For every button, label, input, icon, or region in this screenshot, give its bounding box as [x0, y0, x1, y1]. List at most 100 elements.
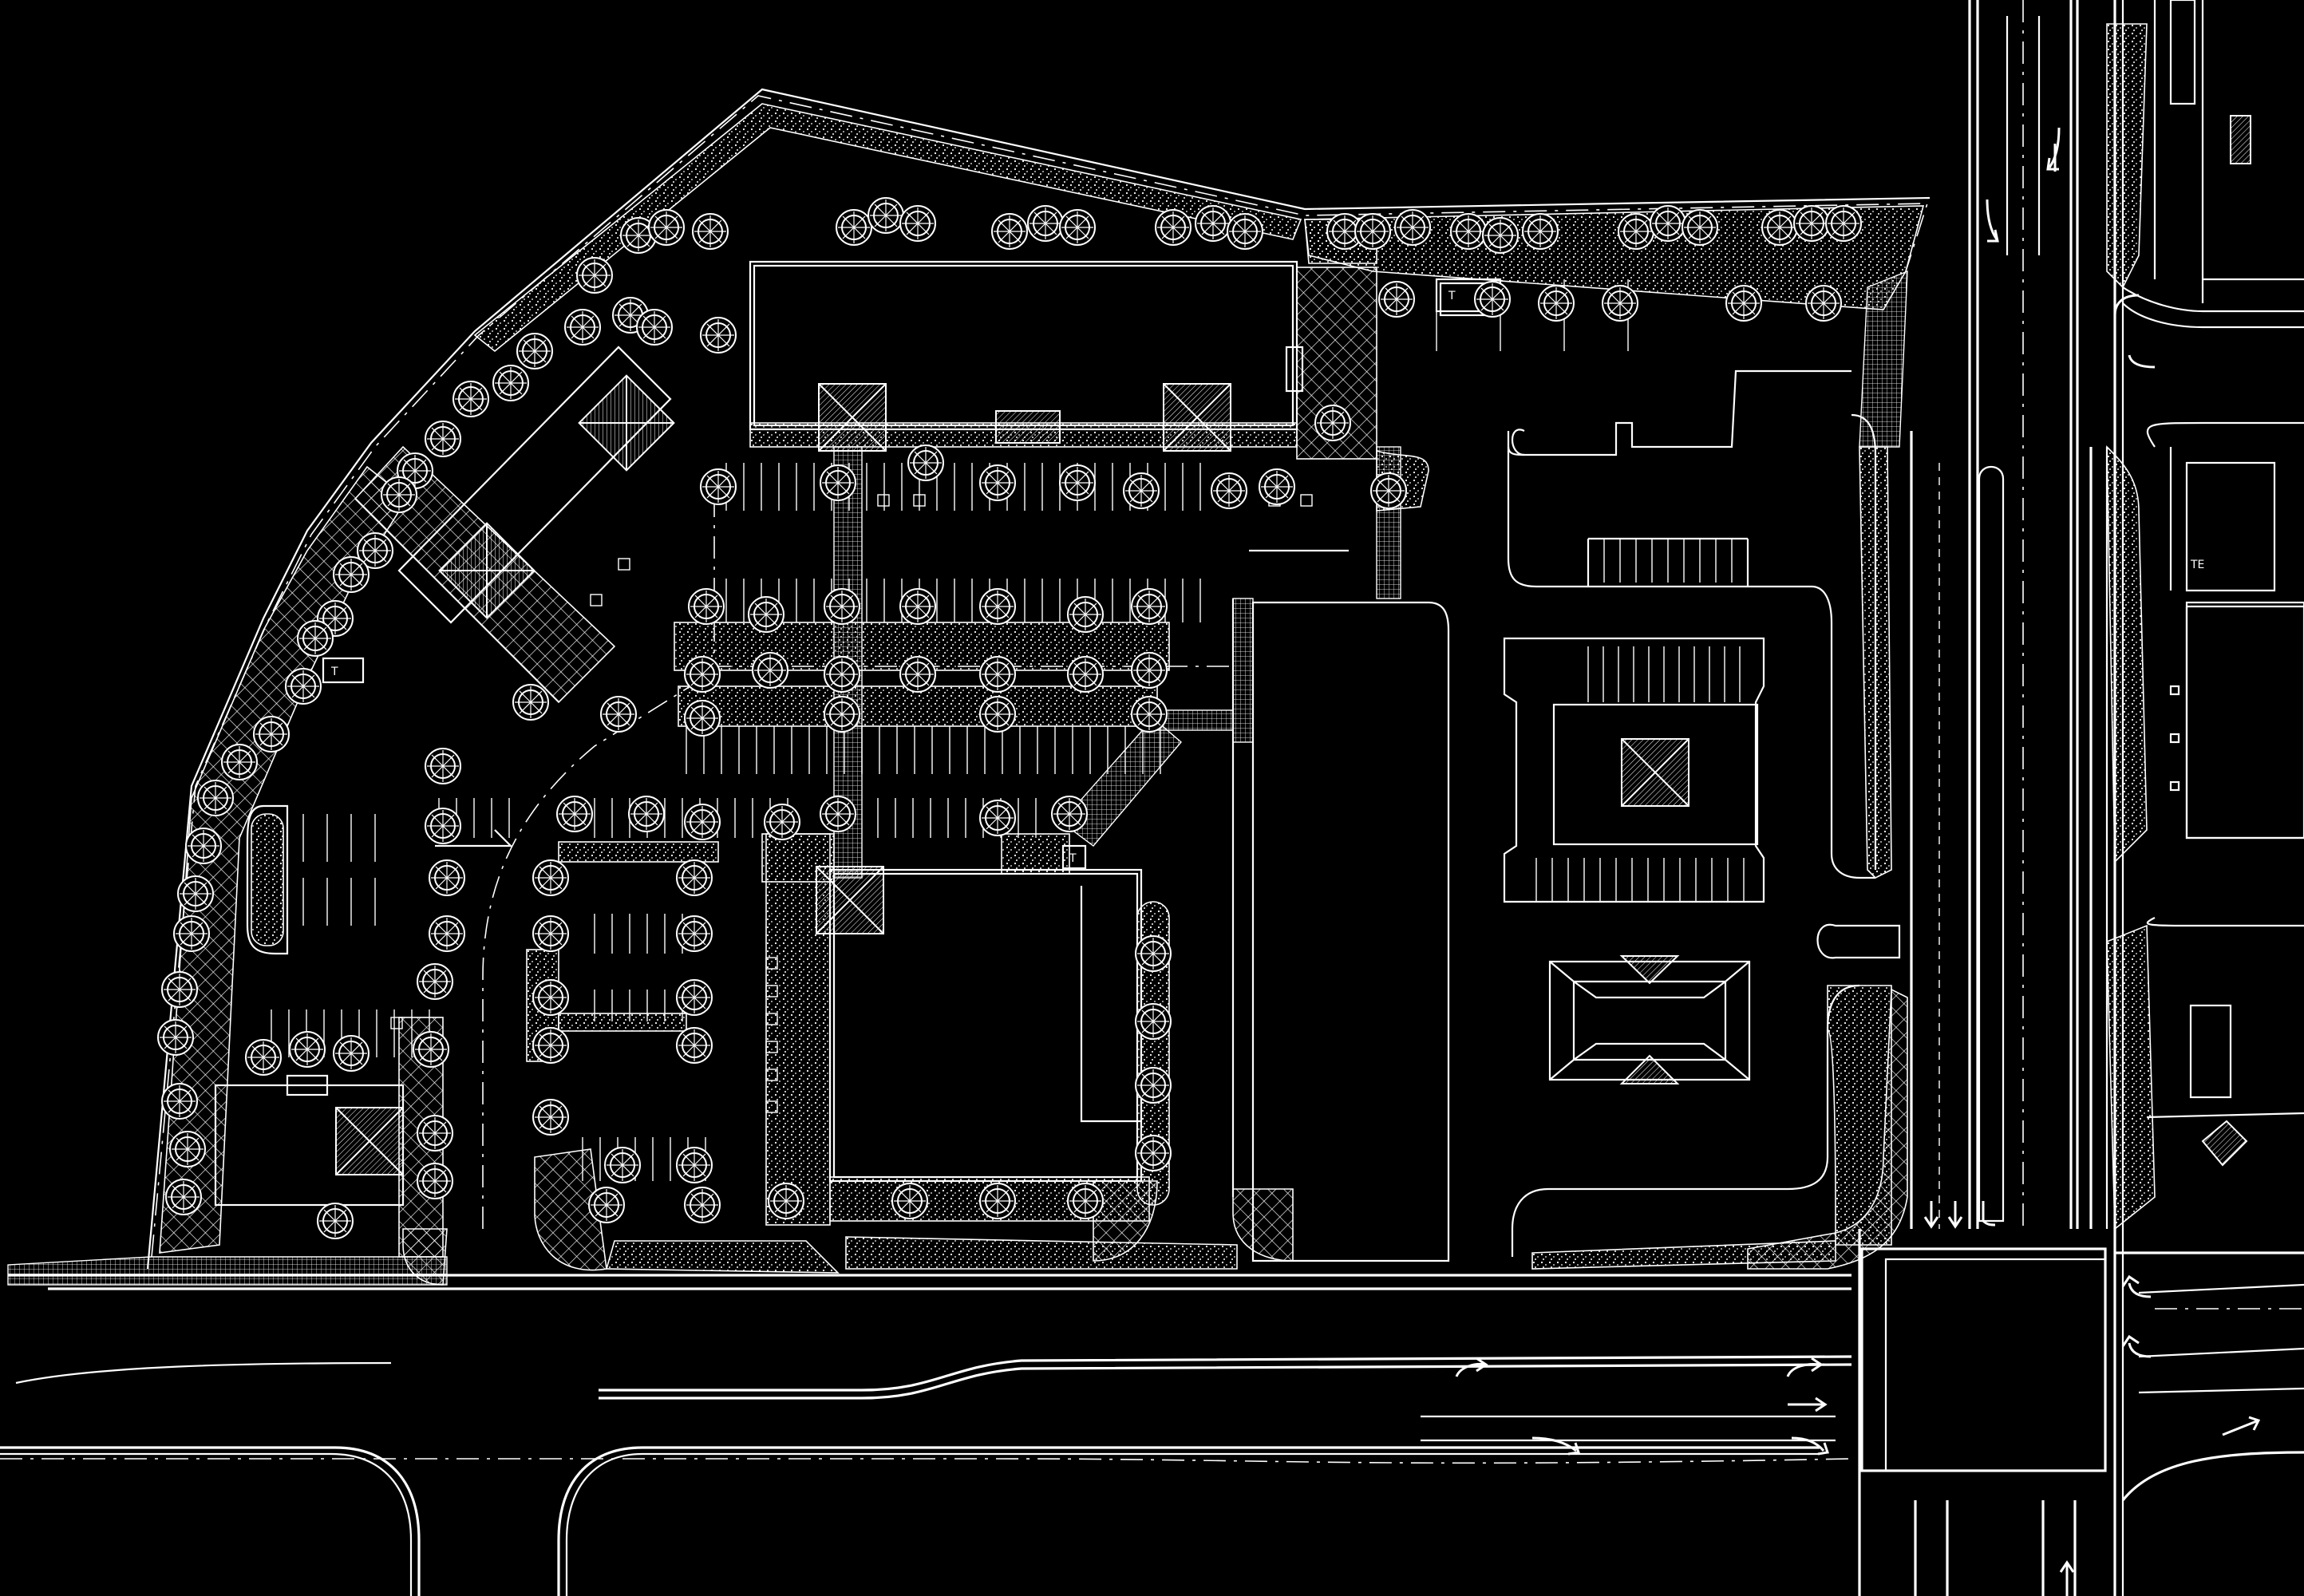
accessible-parking-icon	[1300, 494, 1313, 507]
tree-icon	[1135, 1003, 1172, 1040]
tree-icon	[692, 213, 729, 250]
tree-icon	[381, 476, 417, 513]
tree-icon	[1725, 285, 1762, 322]
accessible-parking-icon	[390, 1017, 403, 1029]
left-turn-arrow	[2113, 294, 2140, 316]
tree-icon	[245, 1039, 282, 1076]
tree-icon	[425, 808, 461, 844]
tree-icon	[221, 744, 258, 780]
accessible-parking-icon	[765, 1100, 778, 1113]
through-arrow	[1947, 1201, 1963, 1229]
accessible-parking-icon	[590, 594, 603, 606]
tree-icon	[1394, 209, 1431, 246]
tree-icon	[684, 656, 721, 693]
tree-icon	[1227, 213, 1263, 250]
building-north	[749, 260, 1377, 460]
tree-icon	[1805, 285, 1842, 322]
tree-icon	[165, 1179, 202, 1215]
tree-icon	[289, 1031, 326, 1068]
tree-icon	[1155, 209, 1192, 246]
property-boundary	[146, 88, 1931, 1270]
parking-stalls-east	[1436, 279, 1745, 902]
accessible-parking-icon	[913, 494, 926, 507]
through-arrow	[2222, 1416, 2261, 1436]
tree-icon	[676, 915, 713, 952]
tree-icon	[173, 915, 210, 952]
left-turn-arrow	[1455, 1357, 1488, 1377]
tree-icon	[676, 1027, 713, 1064]
tree-icon	[1618, 213, 1654, 250]
tree-icon	[1793, 205, 1830, 242]
tree-icon	[604, 1147, 641, 1183]
tree-icon	[891, 1183, 928, 1219]
tree-icon	[1602, 285, 1638, 322]
tree-icon	[169, 1131, 206, 1167]
tree-icon	[648, 209, 685, 246]
accessible-parking-icon	[877, 494, 890, 507]
main-road-horizontal	[0, 1274, 1852, 1596]
left-turn-arrow	[2121, 1334, 2152, 1358]
left-turn-arrow	[2046, 127, 2061, 171]
tree-icon	[820, 796, 856, 832]
accessible-parking-icon	[618, 558, 630, 571]
tree-icon	[1211, 472, 1247, 509]
tree-icon	[417, 1115, 453, 1152]
right-turn-arrow	[1791, 1436, 1829, 1456]
adjacent-parcels-east: TE	[2122, 0, 2304, 1167]
tree-icon	[1259, 468, 1295, 505]
tree-icon	[628, 796, 665, 832]
tree-icon	[1354, 213, 1391, 250]
transformer-pads: T T T	[322, 282, 1498, 870]
tree-icon	[676, 1147, 713, 1183]
tree-icon	[836, 209, 872, 246]
tree-icon	[1027, 205, 1064, 242]
tree-icon	[532, 1099, 569, 1136]
tree-icon	[161, 971, 198, 1008]
intersection	[1858, 1229, 2304, 1596]
tree-icon	[1131, 652, 1168, 689]
left-turn-arrow	[2128, 354, 2156, 369]
tree-icon	[197, 780, 234, 816]
tree-icon	[429, 859, 465, 896]
tree-icon	[820, 464, 856, 501]
tree-icon	[1825, 205, 1862, 242]
tree-icon	[425, 748, 461, 784]
tree-icon	[899, 205, 936, 242]
tree-icon	[768, 1183, 804, 1219]
tree-icon	[1131, 588, 1168, 625]
tree-icon	[417, 963, 453, 1000]
tree-icon	[1314, 405, 1351, 441]
lane-arrows	[1455, 127, 2261, 1596]
tree-icon	[532, 979, 569, 1016]
east-parking-lot	[1507, 369, 1908, 1270]
tree-icon	[1378, 281, 1415, 318]
accessible-parking-icons	[390, 494, 1313, 1113]
tree-icon	[676, 979, 713, 1016]
tree-icon	[1195, 205, 1231, 242]
tree-icon	[564, 309, 601, 346]
tree-icon	[1123, 472, 1160, 509]
tree-icon	[1067, 1183, 1104, 1219]
tree-icon	[684, 1187, 721, 1223]
tree-icon	[899, 588, 936, 625]
tree-icon	[824, 656, 860, 693]
tree-icon	[185, 828, 222, 864]
tree-icon	[1135, 935, 1172, 972]
tree-icon	[333, 1035, 370, 1072]
landscape-islands	[402, 219, 1502, 1286]
through-arrow	[2059, 1560, 2075, 1596]
tree-icon	[636, 309, 673, 346]
building-diagonal-west	[354, 346, 675, 704]
tree-icon	[1059, 209, 1096, 246]
tree-icon	[824, 588, 860, 625]
tree-icon	[492, 365, 529, 401]
tree-icon	[413, 1031, 449, 1068]
accessible-parking-icon	[765, 985, 778, 998]
main-road-vertical	[1910, 0, 2124, 1596]
building-center	[765, 833, 1150, 1226]
tree-icon	[417, 1163, 453, 1199]
building-east-square	[1503, 637, 1765, 903]
tree-icon	[700, 468, 737, 505]
tree-icon	[979, 696, 1016, 733]
tree-icon	[1682, 209, 1718, 246]
